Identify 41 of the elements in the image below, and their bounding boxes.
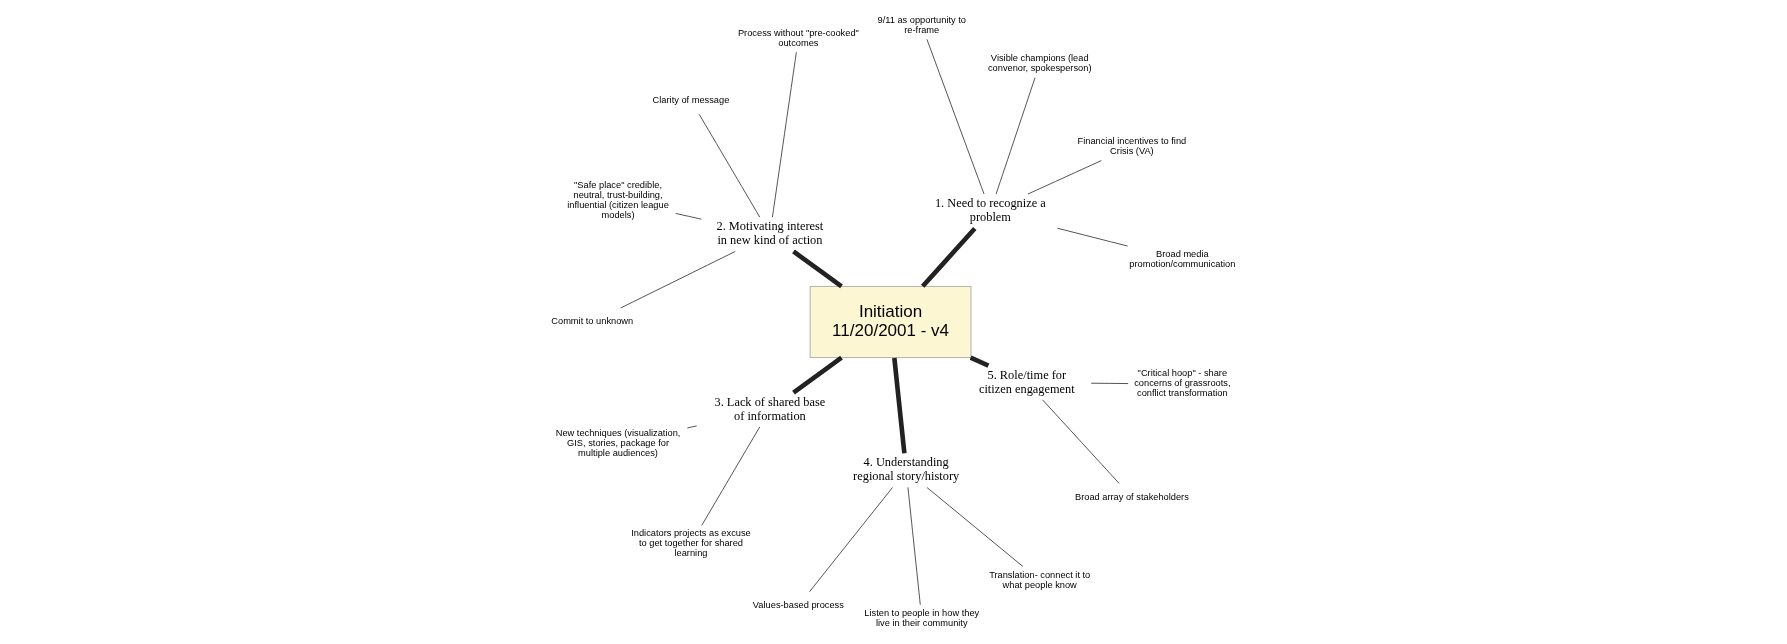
node-text: Translation- connect it to what people know xyxy=(989,569,1091,590)
node-text: New techniques (visualization, GIS, stories, package for multiple audiences) xyxy=(555,427,681,458)
node-text: Financial incentives to find Crisis (VA) xyxy=(1077,136,1187,157)
connector xyxy=(620,251,736,309)
connector xyxy=(792,249,843,289)
node-text: Listen to people in how they live in their community xyxy=(864,608,980,629)
node-text: "Critical hoop" - share concerns of grassroots, conflict transformation xyxy=(1134,368,1231,399)
connector xyxy=(1057,227,1128,247)
node-text: Broad array of stakeholders xyxy=(1074,491,1189,502)
connector xyxy=(701,426,761,526)
node-text: 3. Lack of shared base of information xyxy=(714,394,826,423)
node-text: Commit to unknown xyxy=(551,316,634,327)
connector xyxy=(926,38,985,195)
node-text: 9/11 as opportunity to re-frame xyxy=(877,14,966,35)
node-text: 5. Role/time for citizen engagement xyxy=(978,367,1075,396)
connector xyxy=(920,226,977,288)
node-text: Indicators projects as excuse to get together for shared learning xyxy=(631,528,751,559)
connector xyxy=(772,51,797,218)
connector xyxy=(675,213,702,220)
connector xyxy=(809,487,893,593)
node-box: Initiation 11/20/2001 - v4 xyxy=(809,286,972,358)
connector xyxy=(969,355,990,368)
connector xyxy=(926,487,1024,567)
connector xyxy=(1042,399,1120,484)
node-text: Visible champions (lead convenor, spokesperson) xyxy=(987,53,1092,74)
connector xyxy=(686,425,698,429)
node-text: Clarity of message xyxy=(652,94,730,105)
connector xyxy=(892,357,907,454)
node-text: "Safe place" credible, neutral, trust-building, influential (citizen league models) xyxy=(567,179,669,221)
node-text: 2. Motivating interest in new kind of action xyxy=(716,219,824,248)
connector xyxy=(792,355,843,395)
connector xyxy=(995,77,1036,195)
connector xyxy=(698,113,761,218)
node-text: 1. Need to recognize a problem xyxy=(934,196,1046,225)
node-text: Process without "pre-cooked" outcomes xyxy=(737,27,859,48)
connector xyxy=(1027,160,1102,195)
node-text: 4. Understanding regional story/history xyxy=(853,455,960,484)
node-text: Values-based process xyxy=(752,600,844,611)
connector xyxy=(1090,382,1129,384)
node-text: Broad media promotion/communication xyxy=(1129,249,1236,270)
connector xyxy=(907,486,921,606)
